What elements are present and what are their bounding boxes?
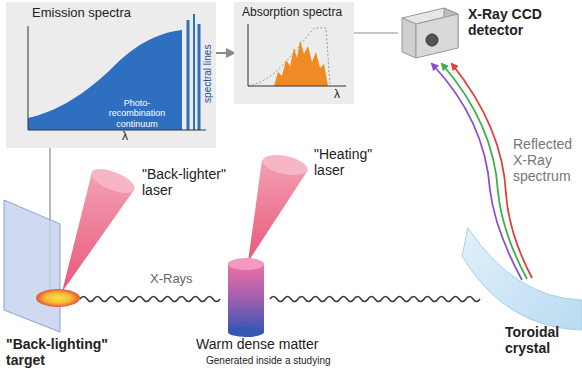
note: Generated inside a studying <box>206 355 331 367</box>
target-plane <box>4 200 60 332</box>
axis-label: Photo-recombination continuum <box>102 98 172 129</box>
laser-aperture <box>261 151 310 178</box>
sample-cylinder <box>228 264 264 332</box>
heating-laser <box>248 160 308 262</box>
axis-label: λ <box>122 130 128 144</box>
sample-cylinder <box>228 258 264 270</box>
laser-aperture <box>88 164 137 198</box>
panel-title: Absorption spectra <box>242 6 342 20</box>
laser-label: "Back-lighter" laser <box>142 166 238 198</box>
panel-title: X-Ray CCD detector <box>468 6 572 38</box>
spectrum-panel: Absorption spectra λ <box>234 2 354 104</box>
xray-wave <box>80 297 220 302</box>
sample-label: Warm dense matter <box>196 336 318 352</box>
panel-title: Emission spectra <box>32 6 131 21</box>
spectrum-panel: Emission spectraPhoto-recombination cont… <box>6 2 216 148</box>
beam-label: X-Rays <box>150 272 193 287</box>
xray-wave <box>270 297 480 302</box>
axis-label: λ <box>334 88 340 102</box>
reflected-ray <box>432 64 522 280</box>
sample-cylinder <box>228 327 264 337</box>
connector <box>216 52 234 54</box>
target-label: "Back-lighting" target <box>6 336 136 368</box>
detector: X-Ray CCD detector <box>398 2 578 64</box>
axis-label: spectral lines <box>202 45 214 103</box>
crystal-label: Toroidal crystal <box>505 324 579 356</box>
laser-label: "Heating" laser <box>314 146 394 178</box>
ray-label: Reflected X-Ray spectrum <box>513 136 579 184</box>
laser-spot <box>36 289 80 307</box>
connector <box>354 32 398 33</box>
